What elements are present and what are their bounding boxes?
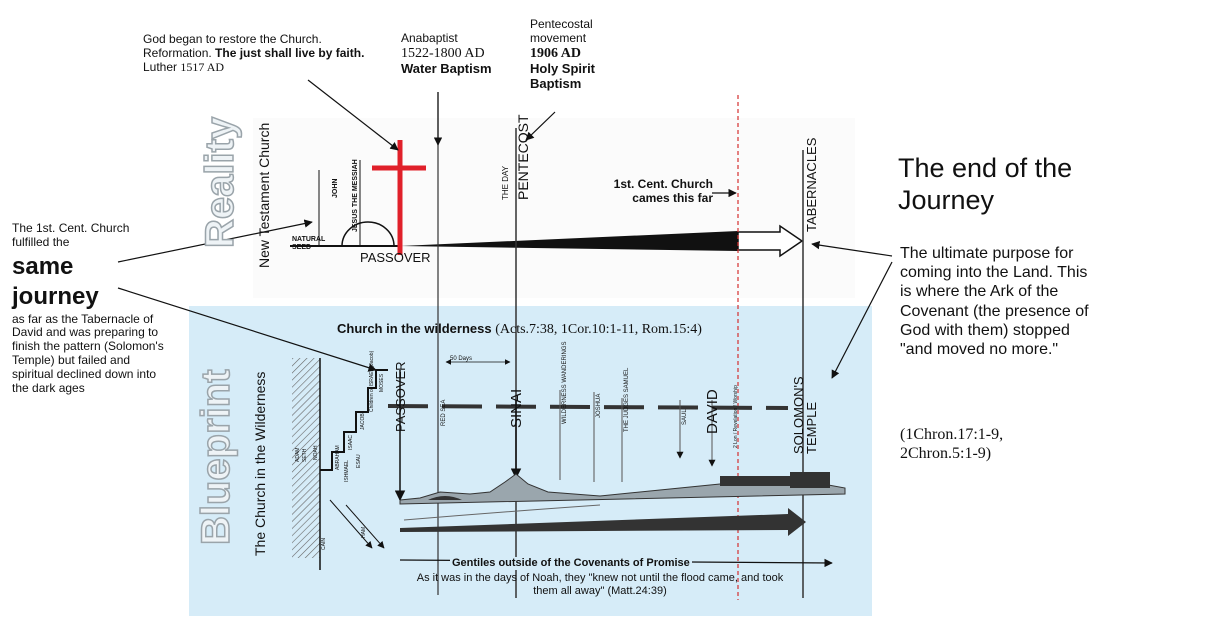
blueprint-title: Blueprint: [193, 369, 239, 546]
left-note: The 1st. Cent. Church fulfilled the same…: [12, 221, 172, 395]
reality-passover: PASSOVER: [360, 250, 431, 265]
pentecostal-bold: Holy Spirit Baptism: [530, 60, 596, 91]
patriarch-adam: ADAM: [295, 447, 301, 462]
right-note-refs: (1Chron.17:1-9, 2Chron.5:1-9): [900, 426, 1004, 463]
revelation-label: 2 Lon / Revelation / Worship: [733, 385, 739, 448]
blueprint-heading-bold: Church in the wilderness: [337, 321, 492, 336]
patriarch-isaac: ISAAC: [348, 434, 354, 450]
patriarch-moses: MOSES: [379, 373, 385, 392]
pentecostal-note: Pentecostal movement 1906 AD Holy Spirit…: [530, 17, 620, 92]
wanderings-label: WILDERNESS WANDERINGS: [562, 342, 568, 424]
reality-pentecost: PENTECOST: [515, 114, 531, 200]
reality-panel: [253, 118, 855, 298]
noah-quote: As it was in the days of Noah, they "kne…: [416, 572, 784, 597]
blueprint-timeline: [387, 404, 789, 410]
joshua-label: JOSHUA: [596, 393, 602, 418]
church-wedge: [400, 231, 738, 251]
cain-label: CAIN: [321, 538, 327, 550]
patriarch-jacob: JACOB: [360, 413, 366, 430]
luther-year: 1517 AD: [180, 59, 225, 74]
church-reach-label: 1st. Cent. Church cames this far: [613, 177, 713, 205]
luther-plain: God began to restore the Church. Reforma…: [143, 32, 322, 60]
terrain: [399, 473, 846, 505]
anabaptist-years: 1522-1800 AD: [401, 45, 485, 61]
judges-label: THE JUDGES SAMUEL: [624, 367, 630, 432]
red-sea-label: RED SEA: [441, 399, 447, 426]
right-note-body: The ultimate purpose for coming into the…: [900, 245, 1089, 358]
luther-bold: The just shall live by faith.: [215, 45, 365, 60]
pentecostal-year: 1906 AD: [530, 45, 581, 61]
right-note-title: The end of the Journey: [898, 153, 1073, 216]
anabaptist-note: Anabaptist 1522-1800 AD Water Baptism: [401, 31, 492, 77]
sinai-label: SINAI: [508, 388, 525, 428]
luther-note: God began to restore the Church. Reforma…: [143, 32, 373, 74]
anabaptist-bold: Water Baptism: [401, 60, 492, 76]
patriarch-ishmael: ISHMAEL: [344, 460, 350, 482]
gentiles-label: Gentiles outside of the Covenants of Pro…: [450, 557, 692, 570]
the-day-label: THE DAY: [501, 165, 510, 200]
david-label: DAVID: [704, 389, 721, 434]
natural-seed-label: NATURAL SEED: [292, 236, 326, 252]
fifty-days-label: 50 Days: [450, 356, 473, 362]
left-note-emphasis: same journey: [12, 252, 99, 310]
patriarch-noah: NOAH: [313, 445, 319, 460]
blueprint-heading: Church in the wilderness (Acts.7:38, 1Co…: [337, 321, 702, 338]
jesus-arc: [341, 221, 395, 247]
hollow-arrow: [737, 224, 804, 258]
solomons-temple-label: SOLOMON'S TEMPLE: [791, 376, 819, 454]
tabernacles-label: TABERNACLES: [804, 137, 819, 232]
reality-row-label: New Testament Church: [256, 122, 272, 268]
patriarch-seth: SETH: [302, 448, 308, 462]
jesus-label: JESUS THE MESSIAH: [352, 159, 359, 232]
patriarch-abraham: ABRAHAM: [335, 445, 341, 470]
anabaptist-title: Anabaptist: [401, 31, 458, 45]
left-note-intro: The 1st. Cent. Church fulfilled the: [12, 221, 130, 249]
patriarch-esau: ESAU: [356, 454, 362, 468]
pentecostal-title: Pentecostal movement: [530, 17, 593, 45]
blueprint-big-arrow: [400, 508, 806, 536]
john-label: JOHN: [332, 178, 339, 198]
blueprint-heading-refs: (Acts.7:38, 1Cor.10:1-11, Rom.15:4): [495, 322, 702, 337]
luther-tail: Luther: [143, 59, 178, 74]
blueprint-passover: PASSOVER: [393, 361, 408, 432]
patriarch-israel: Children of ISRAEL (Jacob): [369, 350, 375, 412]
blueprint-row-label: The Church in the Wilderness: [252, 371, 268, 556]
left-note-body: as far as the Tabernacle of David and wa…: [12, 311, 164, 395]
reality-title: Reality: [197, 116, 243, 249]
saul-label: SAUL: [682, 409, 688, 425]
hatched-wall: [292, 358, 320, 558]
ham-label: HAM: [361, 526, 367, 538]
